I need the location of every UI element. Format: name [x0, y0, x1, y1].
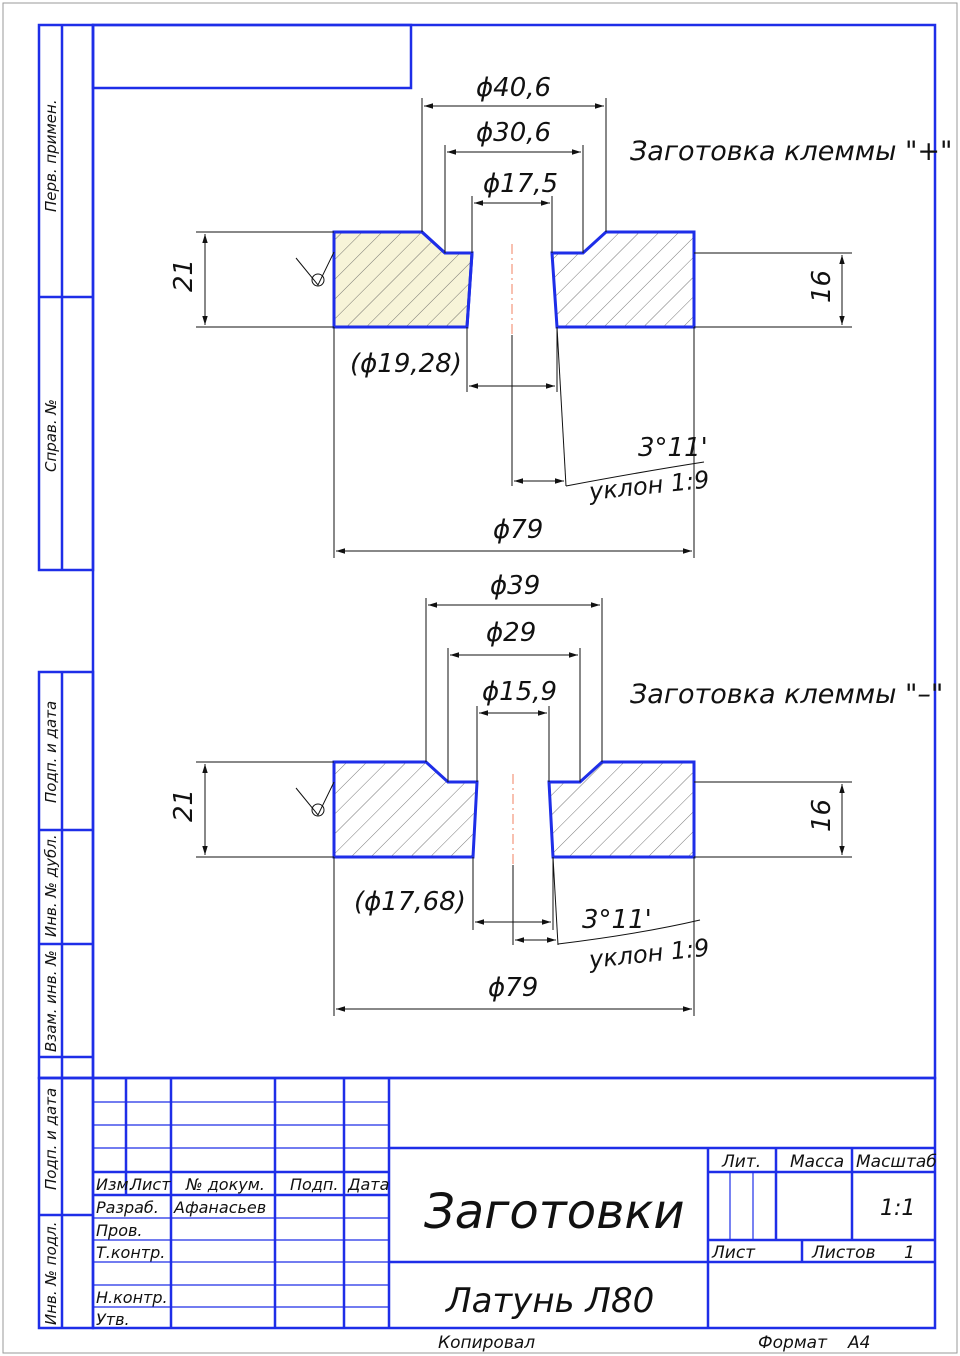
side-label-sprav: Справ. № — [42, 399, 60, 472]
tb-col-podp: Подп. — [290, 1175, 338, 1194]
plus-d-chamfer: ϕ30,6 — [476, 118, 551, 148]
tb-format-label: Формат — [758, 1333, 828, 1353]
minus-d-outer-top: ϕ39 — [490, 571, 540, 601]
tb-col-dokum: № докум. — [185, 1175, 265, 1194]
side-label-vzam: Взам. инв. № — [42, 950, 60, 1052]
plus-d-outer: ϕ79 — [493, 515, 543, 545]
side-label-podp-top: Подп. и дата — [42, 701, 60, 803]
plus-height-total: 21 — [169, 259, 199, 292]
plus-d-hole-bottom: (ϕ19,28) — [350, 349, 462, 379]
tb-row-tkontr: Т.контр. — [96, 1243, 165, 1262]
title-block-grid — [91, 1076, 937, 1330]
tb-row-prov: Пров. — [96, 1221, 143, 1240]
tb-list-label: Лист — [711, 1243, 756, 1263]
tb-kopiroval: Копировал — [438, 1333, 535, 1353]
minus-d-hole: ϕ15,9 — [482, 677, 557, 707]
tb-scale-value: 1:1 — [880, 1196, 915, 1221]
plus-d-hole: ϕ17,5 — [483, 169, 558, 199]
plus-slope: уклон 1:9 — [587, 466, 711, 507]
minus-height-right: 16 — [807, 799, 837, 832]
minus-d-hole-bottom: (ϕ17,68) — [354, 887, 466, 917]
minus-slope: уклон 1:9 — [587, 934, 711, 975]
side-label-inv-podl: Инв. № подл. — [42, 1222, 60, 1325]
minus-height-total: 21 — [169, 789, 199, 822]
tb-col-izm: Изм. — [96, 1175, 134, 1194]
tb-row-nkontr: Н.контр. — [96, 1288, 168, 1307]
plus-d-outer-top: ϕ40,6 — [476, 73, 551, 103]
tb-lit: Лит. — [721, 1152, 761, 1172]
tb-listov-value: 1 — [904, 1243, 915, 1263]
tb-listov-label: Листов — [811, 1243, 876, 1263]
left-strip-top — [37, 23, 95, 572]
side-label-perv: Перв. примен. — [42, 99, 60, 212]
part-minus-title: Заготовка клеммы "–" — [630, 679, 943, 710]
tb-drawing-title: Заготовки — [424, 1184, 685, 1240]
side-label-inv-dubl: Инв. № дубл. — [42, 834, 60, 937]
minus-d-outer: ϕ79 — [488, 973, 538, 1003]
plus-height-right: 16 — [807, 270, 837, 303]
part-minus — [196, 598, 852, 1016]
tb-masshtab: Масштаб — [856, 1152, 937, 1172]
side-label-podp-bottom: Подп. и дата — [42, 1088, 60, 1190]
part-plus-title: Заготовка клеммы "+" — [630, 136, 952, 167]
tb-format-value: А4 — [847, 1333, 870, 1353]
minus-d-chamfer: ϕ29 — [486, 618, 536, 648]
tb-row-razrab: Разраб. — [96, 1198, 159, 1217]
minus-angle: 3°11' — [582, 905, 652, 935]
tb-razrab-name: Афанасьев — [173, 1198, 266, 1217]
tb-material: Латунь Л80 — [444, 1281, 654, 1321]
part-plus — [196, 98, 852, 558]
top-left-stamp — [91, 23, 413, 90]
tb-col-list: Лист — [129, 1175, 171, 1194]
tb-massa: Масса — [790, 1152, 844, 1172]
tb-row-utv: Утв. — [96, 1310, 130, 1329]
tb-col-data: Дата — [347, 1175, 389, 1194]
plus-angle: 3°11' — [638, 433, 708, 463]
